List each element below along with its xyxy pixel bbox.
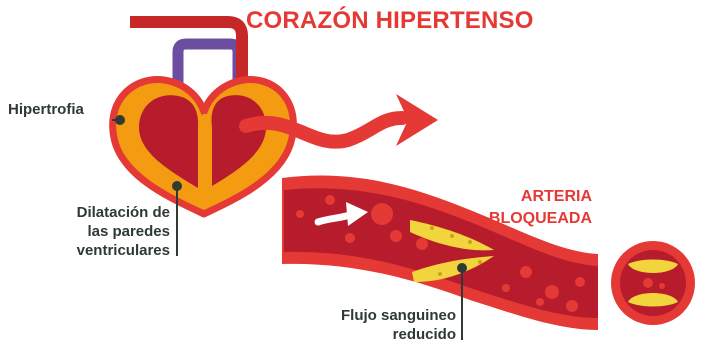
artery-label-line2: BLOQUEADA xyxy=(470,208,592,230)
reduced-flow-label: Flujo sanguineo reducido xyxy=(300,306,456,344)
blocked-artery-label: ARTERIA BLOQUEADA xyxy=(470,186,592,230)
flow-label-line1: Flujo sanguineo xyxy=(300,306,456,325)
dilation-label: Dilatación de las paredes ventriculares xyxy=(22,203,170,260)
dilation-label-line2: las paredes xyxy=(22,222,170,241)
heart xyxy=(113,80,294,214)
hypertrophy-label: Hipertrofia xyxy=(8,100,84,119)
artery-label-line1: ARTERIA xyxy=(470,186,592,208)
flow-label-line2: reducido xyxy=(300,325,456,344)
dilation-label-line3: ventriculares xyxy=(22,241,170,260)
diagram-title: CORAZÓN HIPERTENSO xyxy=(246,7,534,35)
artery-cross-section xyxy=(611,241,695,325)
dilation-label-line1: Dilatación de xyxy=(22,203,170,222)
